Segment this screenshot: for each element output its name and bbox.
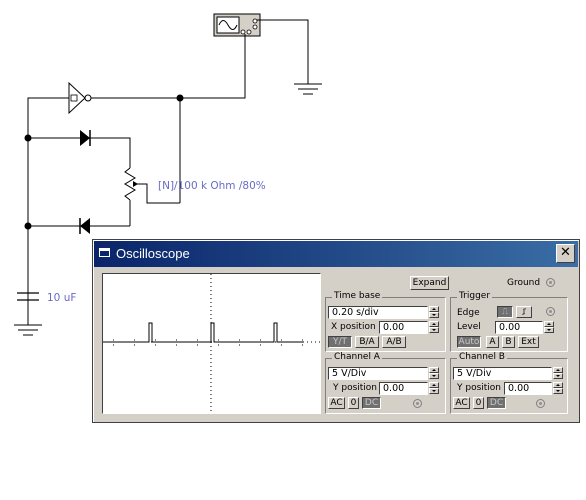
channel-a-trace	[103, 322, 303, 343]
trigger-group: Trigger	[450, 291, 568, 352]
channel-a-dc-button[interactable]: DC	[362, 397, 381, 409]
trigger-b-button[interactable]: B	[502, 336, 515, 348]
xposition-label: X position	[331, 322, 376, 332]
ba-button[interactable]: B/A	[355, 336, 379, 348]
channel-a-ac-button[interactable]: AC	[328, 397, 345, 409]
channel-a-terminal[interactable]	[413, 399, 422, 408]
spin-up-icon[interactable]	[429, 321, 439, 327]
ground-terminal[interactable]	[546, 278, 555, 287]
spin-up-icon[interactable]	[553, 382, 563, 388]
level-spinner[interactable]	[544, 321, 554, 334]
xposition-spinner[interactable]	[429, 321, 439, 334]
spin-up-icon[interactable]	[553, 367, 563, 373]
channel-a-ypos-label: Y position	[333, 383, 378, 393]
edge-fall-icon[interactable]: ⎎	[516, 306, 532, 318]
potentiometer-icon	[124, 167, 138, 201]
trigger-ext-button[interactable]: Ext	[518, 336, 539, 348]
timebase-field[interactable]: 0.20 s/div	[328, 306, 428, 319]
channel-a-ypos-spinner[interactable]	[429, 382, 439, 395]
ground-label: Ground	[507, 278, 541, 288]
level-label: Level	[457, 322, 481, 332]
channel-b-scale-field[interactable]: 5 V/Div	[453, 367, 552, 380]
scope-display	[102, 273, 321, 414]
potentiometer-label: [N]/100 k Ohm /80%	[158, 180, 266, 192]
trigger-ext-terminal[interactable]	[546, 307, 555, 316]
diode-icon	[80, 130, 91, 146]
close-icon: ✕	[560, 245, 571, 260]
channel-a-scale-spinner[interactable]	[429, 367, 439, 380]
level-field[interactable]: 0.00	[495, 321, 543, 334]
trigger-title: Trigger	[457, 291, 493, 301]
capacitor-label: 10 uF	[47, 292, 77, 304]
oscilloscope-window: Oscilloscope ✕ Expand Ground Time base 0…	[92, 239, 580, 423]
ground-symbol-icon	[294, 83, 322, 95]
expand-button[interactable]: Expand	[410, 276, 449, 290]
channel-b-ypos-spinner[interactable]	[553, 382, 563, 395]
channel-a-scale-field[interactable]: 5 V/Div	[328, 367, 428, 380]
close-button[interactable]: ✕	[556, 244, 575, 263]
channel-b-scale-spinner[interactable]	[553, 367, 563, 380]
spin-down-icon[interactable]	[429, 388, 439, 394]
xposition-field[interactable]: 0.00	[379, 321, 428, 334]
spin-down-icon[interactable]	[553, 388, 563, 394]
channel-b-ac-button[interactable]: AC	[453, 397, 470, 409]
ab-button[interactable]: A/B	[382, 336, 406, 348]
oscilloscope-instrument-icon[interactable]	[213, 13, 261, 37]
edge-label: Edge	[457, 308, 480, 318]
trigger-a-button[interactable]: A	[486, 336, 499, 348]
channel-b-ypos-label: Y position	[457, 383, 502, 393]
timebase-group: Time base	[325, 291, 446, 352]
ground-symbol-icon	[14, 324, 42, 336]
channel-a-zero-button[interactable]: 0	[348, 397, 359, 409]
channel-b-group: Channel B	[450, 352, 568, 414]
channel-b-ypos-field[interactable]: 0.00	[504, 382, 552, 395]
diode-icon	[79, 218, 90, 234]
channel-a-ypos-field[interactable]: 0.00	[379, 382, 428, 395]
channel-b-terminal[interactable]	[536, 399, 545, 408]
spin-up-icon[interactable]	[429, 367, 439, 373]
spin-down-icon[interactable]	[429, 373, 439, 379]
channel-a-group: Channel A	[325, 352, 446, 414]
timebase-spinner[interactable]	[429, 306, 439, 319]
inverter-icon	[68, 81, 92, 115]
channel-b-zero-button[interactable]: 0	[473, 397, 484, 409]
spin-up-icon[interactable]	[429, 306, 439, 312]
auto-button[interactable]: Auto	[457, 336, 481, 348]
timebase-title: Time base	[332, 291, 383, 301]
spin-up-icon[interactable]	[544, 321, 554, 327]
channel-a-title: Channel A	[332, 352, 382, 362]
spin-down-icon[interactable]	[429, 312, 439, 318]
channel-b-title: Channel B	[457, 352, 507, 362]
channel-b-dc-button[interactable]: DC	[487, 397, 506, 409]
edge-rise-icon[interactable]: ⎍	[497, 306, 513, 318]
scope-trace	[103, 274, 320, 413]
title-bar[interactable]: Oscilloscope ✕	[94, 241, 578, 267]
spin-down-icon[interactable]	[429, 327, 439, 333]
window-title: Oscilloscope	[116, 246, 190, 261]
spin-down-icon[interactable]	[544, 327, 554, 333]
window-icon	[99, 248, 110, 257]
spin-up-icon[interactable]	[429, 382, 439, 388]
yt-button[interactable]: Y/T	[328, 336, 352, 348]
spin-down-icon[interactable]	[553, 373, 563, 379]
